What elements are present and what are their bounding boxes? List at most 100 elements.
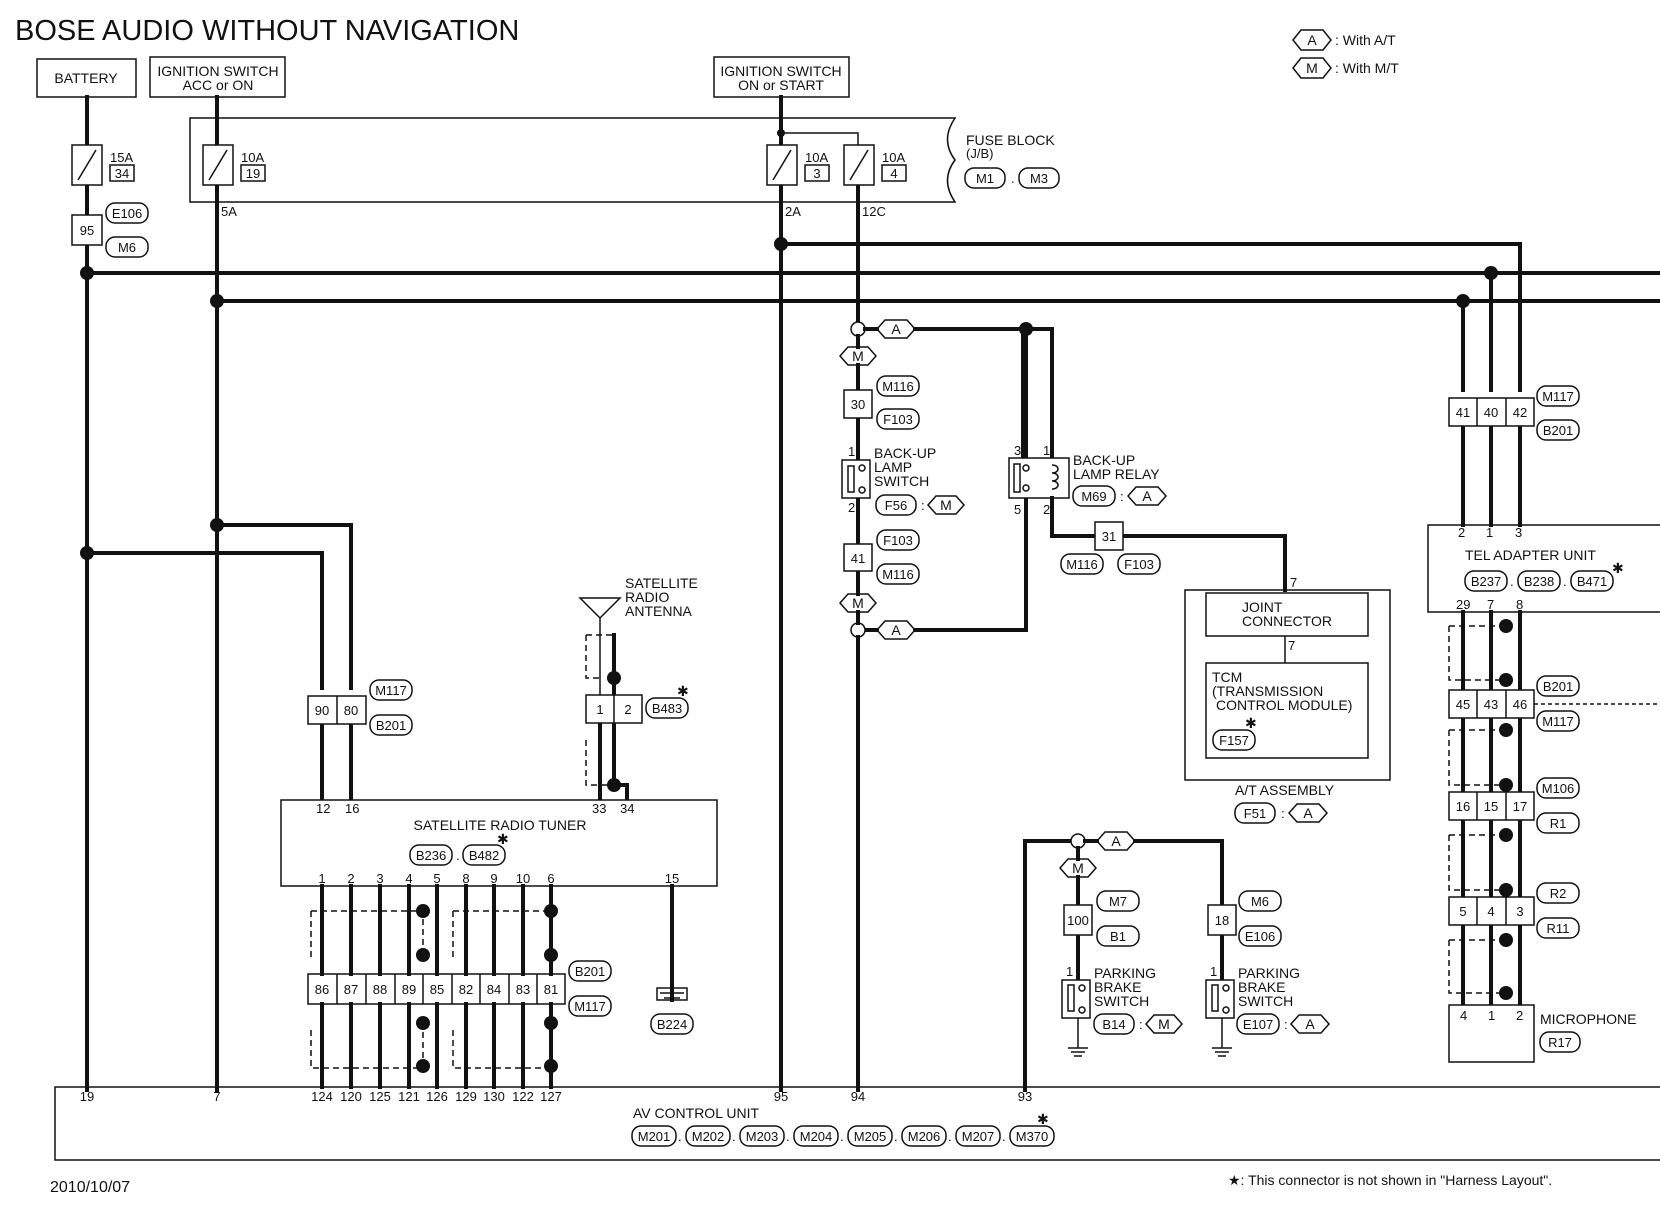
svg-text:29: 29 — [1456, 597, 1470, 612]
svg-text:M: M — [852, 595, 864, 611]
tuner-pin: 4 — [405, 871, 412, 886]
svg-text:MICROPHONE: MICROPHONE — [1540, 1011, 1636, 1027]
svg-text:A: A — [1303, 805, 1313, 821]
svg-text:BATTERY: BATTERY — [54, 70, 118, 86]
backup-lamp-circuit: A A M M — [838, 319, 1054, 1092]
tuner-pin: 5 — [433, 871, 440, 886]
svg-text:BRAKE: BRAKE — [1094, 979, 1141, 995]
tuner-pin: 8 — [462, 871, 469, 886]
svg-text:3: 3 — [813, 166, 820, 181]
svg-text:5: 5 — [1014, 502, 1021, 517]
svg-text:✱: ✱ — [497, 831, 509, 847]
tuner-joint: 90 80 M117 B201 — [307, 679, 413, 736]
svg-text:BRAKE: BRAKE — [1238, 979, 1285, 995]
svg-text:A: A — [1307, 32, 1317, 48]
svg-text:PARKING: PARKING — [1238, 965, 1300, 981]
mic-joint-pin: 5 — [1459, 904, 1466, 919]
mic-joint-connector: M117 — [1542, 714, 1574, 729]
svg-text:.: . — [894, 1129, 898, 1144]
mic-joint-pin: 45 — [1456, 697, 1470, 712]
svg-text:1: 1 — [1210, 964, 1217, 979]
svg-text:M116: M116 — [1066, 557, 1098, 572]
svg-text:M6: M6 — [1251, 894, 1269, 909]
svg-text:40: 40 — [1484, 405, 1498, 420]
svg-text:F51: F51 — [1244, 806, 1266, 821]
tuner-pin: 15 — [665, 871, 679, 886]
footnote: ★: This connector is not shown in "Harne… — [1228, 1172, 1552, 1188]
svg-text:90: 90 — [315, 703, 329, 718]
svg-text:1: 1 — [596, 702, 603, 717]
svg-text:M: M — [940, 497, 952, 513]
svg-text:B471: B471 — [1577, 574, 1607, 589]
mic-joint — [1448, 689, 1535, 719]
svg-text:FUSE BLOCK: FUSE BLOCK — [966, 132, 1055, 148]
svg-text:M69: M69 — [1081, 489, 1106, 504]
svg-text:33: 33 — [592, 801, 606, 816]
svg-text:M7: M7 — [1109, 894, 1127, 909]
svg-text:M: M — [1306, 60, 1318, 76]
av-pin: 95 — [774, 1089, 788, 1104]
svg-text:1: 1 — [1486, 525, 1493, 540]
av-pin: 129 — [455, 1089, 477, 1104]
av-pin: 121 — [398, 1089, 420, 1104]
svg-text::: : — [1120, 489, 1124, 504]
parking-brake-circuit: A M — [1023, 831, 1224, 1092]
svg-text:A: A — [1111, 833, 1121, 849]
tel-joint: 41 40 42 M117 B201 — [1448, 385, 1580, 441]
svg-text:.: . — [840, 1129, 844, 1144]
junction-dots — [80, 129, 1498, 560]
svg-text:A: A — [1142, 488, 1152, 504]
svg-text:4: 4 — [1460, 1008, 1467, 1023]
svg-text:F157: F157 — [1219, 733, 1249, 748]
av-pin: 19 — [80, 1089, 94, 1104]
backup-joint-bottom: 41 F103 M116 — [843, 529, 920, 585]
main-wires — [85, 95, 1660, 1092]
svg-text:7: 7 — [1290, 575, 1297, 590]
harness-pin: 88 — [373, 982, 387, 997]
mic-joint-pin: 43 — [1484, 697, 1498, 712]
svg-text:.: . — [786, 1129, 790, 1144]
svg-text:(J/B): (J/B) — [966, 146, 993, 161]
svg-text:7: 7 — [1487, 597, 1494, 612]
svg-text:10A: 10A — [241, 150, 264, 165]
av-pin: 122 — [512, 1089, 534, 1104]
svg-text:F103: F103 — [883, 412, 913, 427]
svg-text:✱: ✱ — [677, 683, 689, 699]
svg-text:BACK-UP: BACK-UP — [874, 445, 936, 461]
svg-text:CONTROL MODULE): CONTROL MODULE) — [1216, 697, 1352, 713]
av-pin: 126 — [426, 1089, 448, 1104]
svg-text:.: . — [1011, 171, 1015, 186]
svg-text:F103: F103 — [1124, 557, 1154, 572]
av-connector: M203 — [746, 1129, 779, 1144]
svg-text:F56: F56 — [885, 498, 907, 513]
svg-text:B238: B238 — [1524, 574, 1554, 589]
av-connector: M206 — [908, 1129, 941, 1144]
svg-text:E106: E106 — [1245, 929, 1275, 944]
tuner-pin: 10 — [516, 871, 530, 886]
svg-text:19: 19 — [246, 166, 260, 181]
svg-text:M: M — [1158, 1016, 1170, 1032]
svg-text:.: . — [1510, 574, 1514, 589]
svg-text:M117: M117 — [1542, 389, 1574, 404]
svg-text:M: M — [1072, 860, 1084, 876]
mic-joint-connector: M106 — [1542, 781, 1575, 796]
av-pin: 130 — [483, 1089, 505, 1104]
svg-text:.: . — [1563, 574, 1567, 589]
fuse-10a-19: 10A 19 5A — [202, 144, 266, 219]
svg-text:.: . — [1002, 1129, 1006, 1144]
svg-text:PARKING: PARKING — [1094, 965, 1156, 981]
svg-text:✱: ✱ — [1037, 1111, 1049, 1127]
svg-text:B201: B201 — [1543, 423, 1573, 438]
svg-text:M3: M3 — [1030, 171, 1048, 186]
date-stamp: 2010/10/07 — [50, 1179, 130, 1196]
svg-text:12: 12 — [316, 801, 330, 816]
svg-text:M116: M116 — [882, 567, 914, 582]
svg-text:15A: 15A — [110, 150, 133, 165]
svg-text:.: . — [456, 848, 460, 863]
svg-text:ON or START: ON or START — [738, 77, 824, 93]
fuse-10a-4: 10A 4 12C — [843, 144, 907, 219]
svg-text:JOINT: JOINT — [1242, 599, 1283, 615]
svg-text:SATELLITE: SATELLITE — [625, 575, 698, 591]
